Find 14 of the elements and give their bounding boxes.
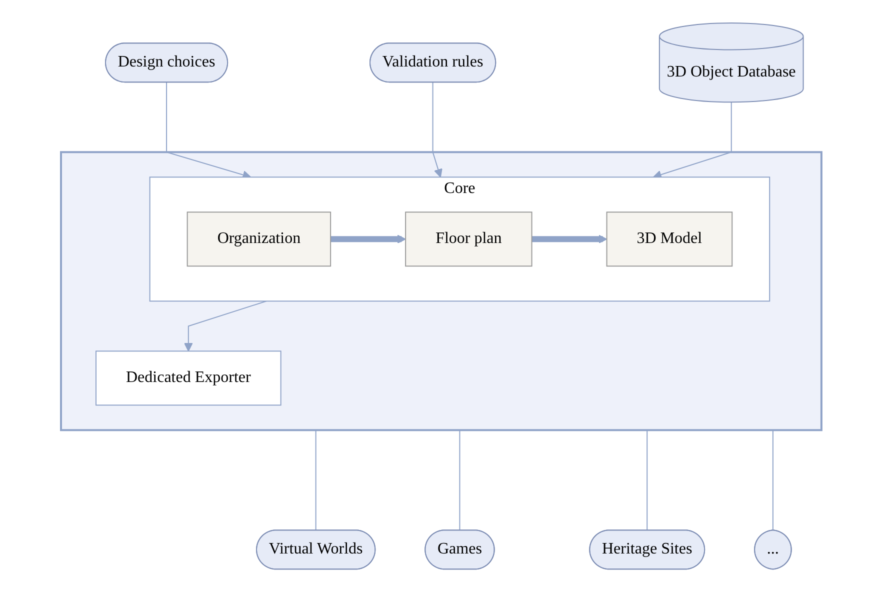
- connector: [772, 430, 774, 531]
- arrow: [330, 234, 406, 244]
- connector: [646, 430, 648, 531]
- node-box: 3D Model: [606, 212, 733, 267]
- arrow: [432, 82, 443, 178]
- node-box: Dedicated Exporter: [96, 350, 282, 406]
- arrow: [532, 234, 608, 244]
- arrow: [166, 82, 252, 180]
- arrow: [184, 300, 268, 352]
- node-box: Floor plan: [405, 212, 533, 267]
- node-box: Organization: [187, 212, 332, 267]
- arrow: [653, 102, 732, 179]
- connector: [316, 430, 317, 531]
- cluster: [60, 151, 823, 432]
